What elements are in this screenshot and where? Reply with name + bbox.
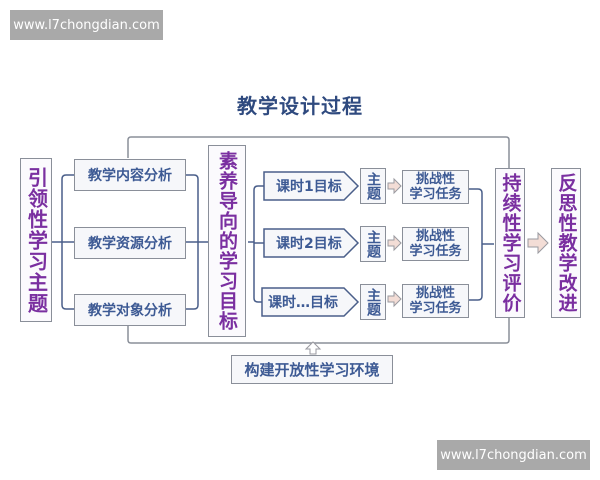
analysis-resource-box: 教学资源分析 [74, 227, 186, 259]
lesson-goal-2: 课时2目标 [276, 236, 342, 252]
watermark-bottom-right: www.l7chongdian.com [437, 440, 590, 470]
task-line2: 学习任务 [409, 187, 462, 202]
topic-box-3: 主题 [360, 284, 386, 320]
improvement-box: 反思性教学改进 [551, 168, 581, 318]
task-line2: 学习任务 [409, 301, 462, 316]
learning-environment-box: 构建开放性学习环境 [231, 355, 393, 384]
task-line2: 学习任务 [409, 244, 462, 259]
topic-box-1: 主题 [360, 168, 386, 204]
learning-objective-box: 素养导向的学习目标 [208, 145, 246, 337]
analysis-learner-box: 教学对象分析 [74, 294, 186, 326]
analysis-content-box: 教学内容分析 [74, 159, 186, 191]
diagram-title: 教学设计过程 [237, 94, 363, 118]
lesson-goal-1: 课时1目标 [276, 179, 342, 195]
task-line1: 挑战性 [415, 286, 455, 301]
learning-theme-box: 引领性学习主题 [20, 158, 52, 322]
watermark-top-left: www.l7chongdian.com [10, 10, 163, 40]
topic-box-2: 主题 [360, 226, 386, 262]
task-box-2: 挑战性 学习任务 [402, 227, 469, 261]
task-line1: 挑战性 [415, 172, 455, 187]
lesson-goal-n: 课时…目标 [268, 295, 338, 311]
evaluation-box: 持续性学习评价 [495, 168, 525, 318]
task-box-3: 挑战性 学习任务 [402, 284, 469, 318]
task-line1: 挑战性 [415, 229, 455, 244]
task-box-1: 挑战性 学习任务 [402, 170, 469, 204]
